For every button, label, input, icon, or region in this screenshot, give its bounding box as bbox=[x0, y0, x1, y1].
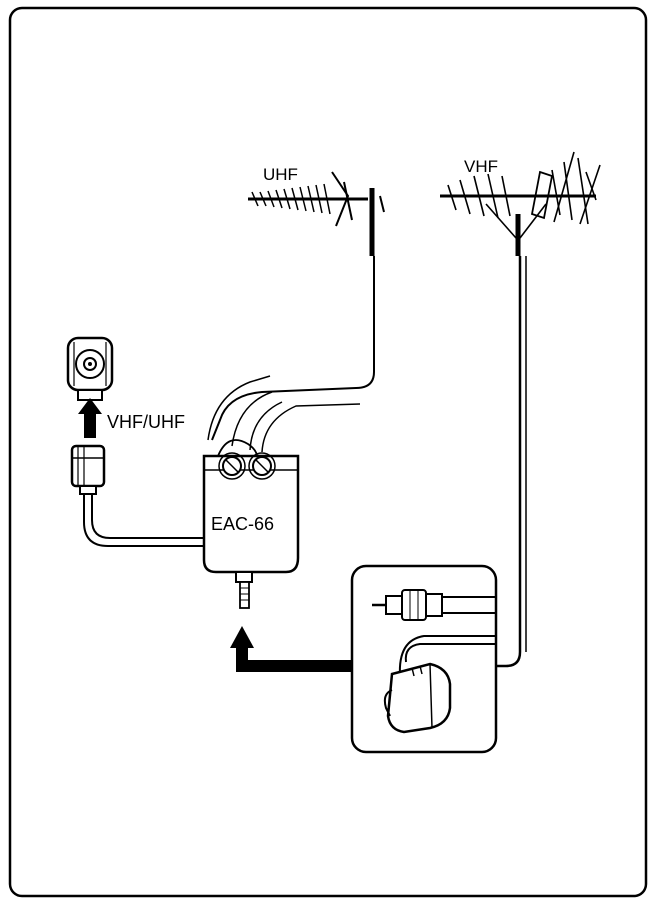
arrow-to-mixer-icon bbox=[230, 626, 352, 672]
vhf-uhf-label: VHF/UHF bbox=[107, 412, 185, 432]
tv-socket bbox=[66, 336, 114, 401]
vhf-antenna bbox=[440, 151, 601, 256]
uhf-label: UHF bbox=[263, 165, 298, 184]
vhf-coax bbox=[496, 256, 527, 668]
vhf-label: VHF bbox=[464, 157, 498, 176]
uhf-antenna bbox=[248, 171, 385, 256]
arrow-up-icon bbox=[78, 398, 102, 438]
outer-border bbox=[8, 6, 648, 898]
uhf-twin-lead bbox=[207, 256, 375, 463]
output-cable bbox=[83, 492, 204, 547]
coax-plug-inset bbox=[350, 564, 498, 754]
f-plug bbox=[70, 444, 106, 495]
mixer-box bbox=[202, 452, 300, 609]
device-label: EAC-66 bbox=[211, 514, 274, 534]
